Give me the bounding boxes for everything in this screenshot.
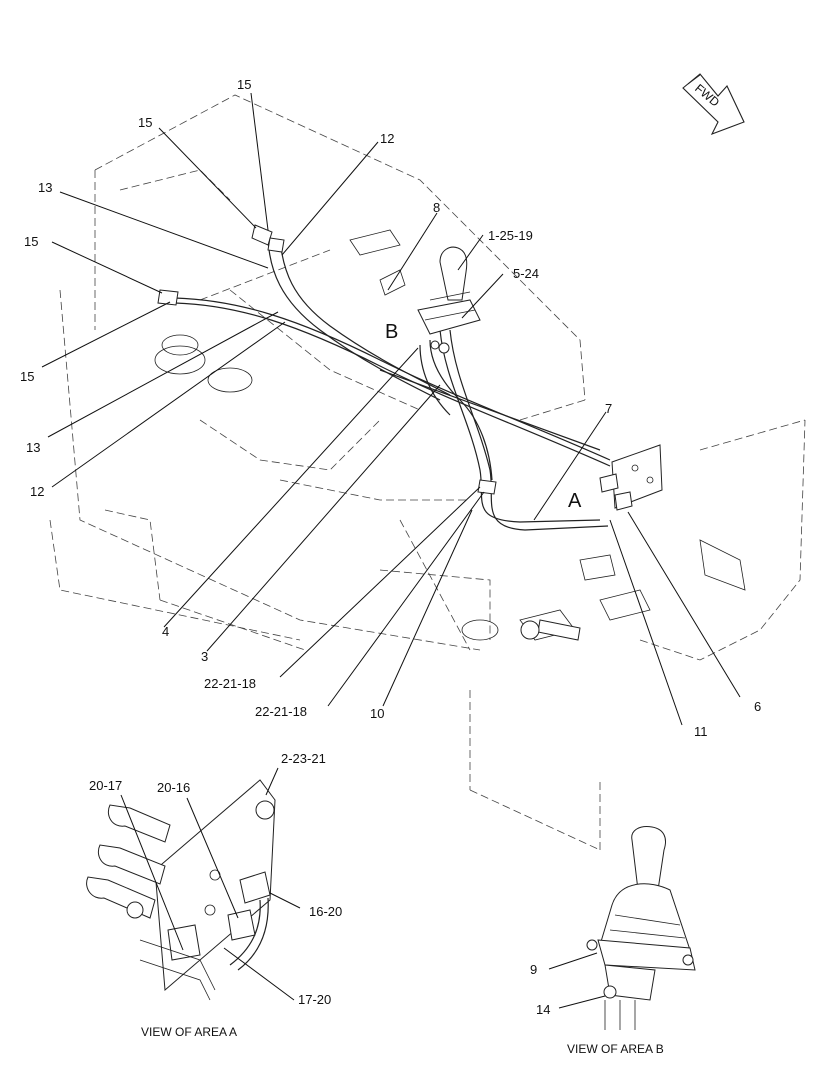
callout-13-upper: 13 — [38, 180, 52, 195]
pilot-valve-joystick — [417, 246, 481, 354]
callout-labels: 15 15 13 15 15 13 12 12 8 1-25-19 5-24 B… — [20, 77, 761, 1017]
callout-5-24: 5-24 — [513, 266, 539, 281]
callout-15-top: 15 — [237, 77, 251, 92]
callout-15-left-upper: 15 — [138, 115, 152, 130]
view-area-b-detail — [586, 826, 696, 1030]
leader-lines — [41, 92, 741, 1009]
area-label-a: A — [568, 490, 582, 512]
callout-20-17: 20-17 — [89, 778, 122, 793]
callout-17-20: 17-20 — [298, 992, 331, 1007]
callout-15-left-mid: 15 — [24, 234, 38, 249]
callout-2-23-21: 2-23-21 — [281, 751, 326, 766]
callout-11: 11 — [694, 724, 708, 739]
callout-12-upper: 12 — [380, 131, 394, 146]
callout-16-20: 16-20 — [309, 904, 342, 919]
callout-12-lower: 12 — [30, 484, 44, 499]
callout-20-16: 20-16 — [157, 780, 190, 795]
callout-14: 14 — [536, 1002, 550, 1017]
caption-view-area-a: VIEW OF AREA A — [141, 1025, 237, 1039]
callout-6: 6 — [754, 699, 761, 714]
callout-8: 8 — [433, 200, 440, 215]
callout-22-21-18-b: 22-21-18 — [255, 704, 307, 719]
callout-3: 3 — [201, 649, 208, 664]
callout-9: 9 — [530, 962, 537, 977]
machine-frame — [49, 94, 806, 851]
callout-4: 4 — [162, 624, 169, 639]
callout-15-left-low: 15 — [20, 369, 34, 384]
hose-routing — [174, 239, 611, 531]
fwd-label: FWD — [692, 81, 722, 110]
area-label-b: B — [385, 321, 398, 343]
callout-1-25-19: 1-25-19 — [488, 228, 533, 243]
view-area-a-detail — [86, 779, 276, 1001]
callout-22-21-18-a: 22-21-18 — [204, 676, 256, 691]
callout-10: 10 — [370, 706, 384, 721]
caption-view-area-b: VIEW OF AREA B — [567, 1042, 664, 1056]
hose-fittings — [157, 224, 581, 641]
forward-arrow-icon: FWD — [682, 73, 745, 136]
callout-7: 7 — [605, 401, 612, 416]
callout-13-lower: 13 — [26, 440, 40, 455]
valve-bracket — [599, 444, 663, 511]
